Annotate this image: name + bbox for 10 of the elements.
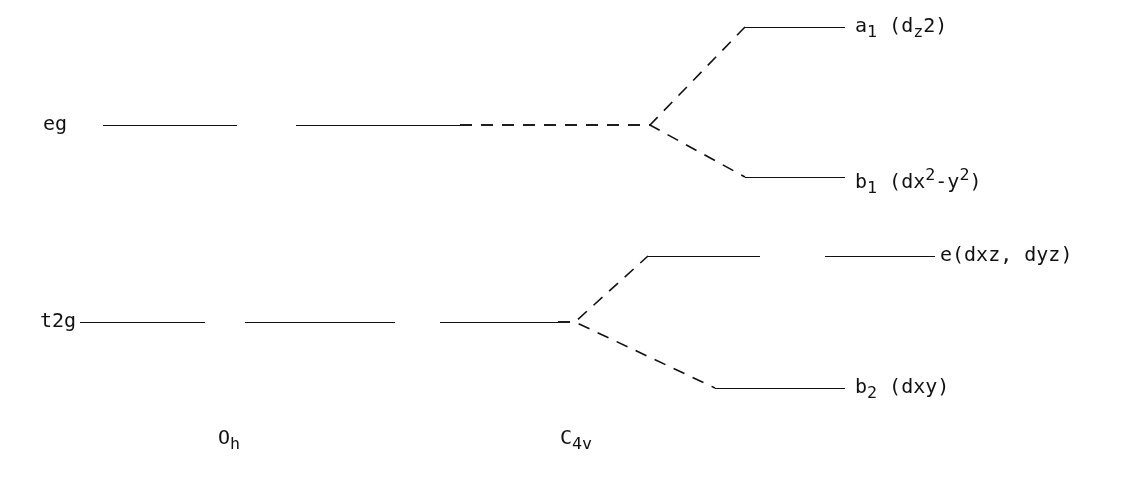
level-label: a$_{1}$ (d$_{z}$2) [855,13,948,43]
dashed-connector [557,321,716,389]
level-label: eg [43,111,68,135]
level-label: e(dxz, dyz) [940,242,1073,266]
dashed-connector [459,124,746,178]
level-label: t2g [40,308,77,332]
level-label: b$_{2}$ (dxy) [855,374,950,404]
symmetry-label: O$_{h}$ [218,425,241,453]
symmetry-label: C$_{4v}$ [560,425,593,453]
level-label: b$_{1}$ (dx$^{2}$-y$^{2}$) [855,164,982,199]
